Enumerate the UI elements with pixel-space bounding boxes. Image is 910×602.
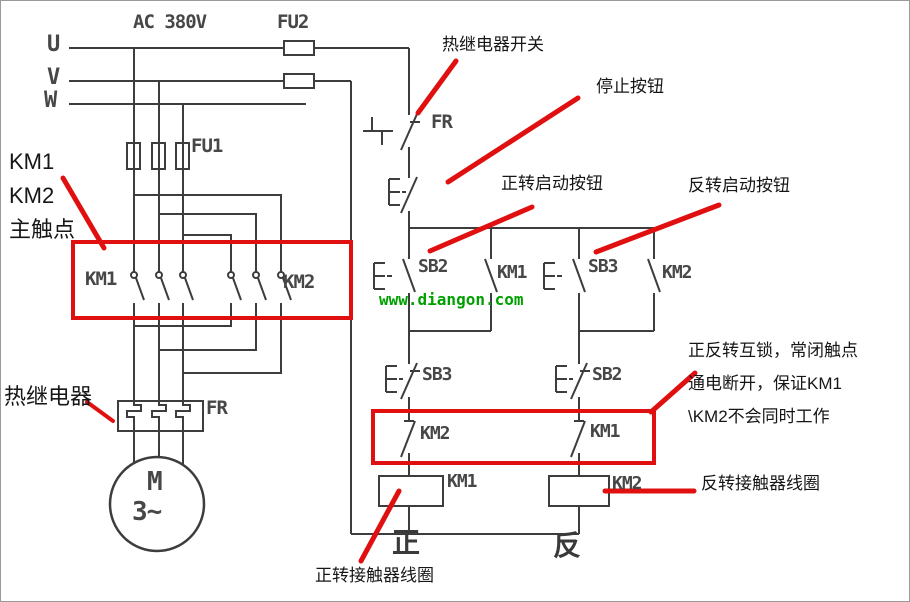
forward-coil-arrow bbox=[358, 488, 402, 564]
reverse-mark-label: 反 bbox=[553, 529, 582, 562]
km1-interlock-label: KM1 bbox=[590, 421, 620, 442]
main-contacts-note-line3: 主触点 bbox=[9, 217, 76, 242]
fr-contact-label: FR bbox=[431, 111, 453, 133]
motor-phase-label: 3~ bbox=[132, 497, 162, 527]
interlock-note: 正反转互锁，常闭触点 通电断开，保证KM1 \KM2不会同时工作 bbox=[688, 334, 858, 433]
thermal-relay-arrow bbox=[85, 400, 115, 423]
reverse-start-note: 反转启动按钮 bbox=[688, 176, 790, 195]
sb2-button-label: SB2 bbox=[418, 256, 448, 277]
power-wires bbox=[69, 47, 409, 401]
forward-coil-note: 正转接触器线圈 bbox=[315, 566, 434, 585]
motor-symbol bbox=[108, 455, 206, 553]
sb2-nc-label: SB2 bbox=[592, 364, 622, 385]
forward-start-arrow bbox=[427, 204, 535, 254]
stop-button-symbol bbox=[388, 176, 418, 214]
sb3-nc-label: SB3 bbox=[422, 364, 452, 385]
interlock-button-symbols bbox=[385, 362, 590, 400]
thermal-switch-arrow bbox=[415, 58, 459, 116]
interlock-note-line3: \KM2不会同时工作 bbox=[688, 407, 830, 426]
forward-start-note: 正转启动按钮 bbox=[501, 174, 603, 193]
interlock-contact-symbols bbox=[400, 420, 586, 458]
watermark: www.diangon.com bbox=[379, 290, 524, 309]
main-contacts-highlight-box bbox=[71, 240, 353, 320]
thermal-relay-note: 热继电器 bbox=[4, 384, 93, 409]
km2-coil-label: KM2 bbox=[612, 473, 642, 494]
forward-start-symbol bbox=[373, 258, 498, 293]
sb3-button-label: SB3 bbox=[588, 256, 618, 277]
interlock-note-arrow bbox=[648, 370, 698, 415]
motor-letter-label: M bbox=[147, 467, 163, 497]
main-contacts bbox=[130, 271, 292, 301]
km1-main-label: KM1 bbox=[85, 268, 117, 290]
fuse-fu2 bbox=[283, 40, 315, 89]
thermal-relay-element bbox=[117, 400, 204, 465]
km1-coil-label: KM1 bbox=[447, 471, 477, 492]
interlock-note-line2: 通电断开，保证KM1 bbox=[688, 374, 842, 393]
interlock-highlight-box bbox=[371, 409, 656, 465]
km2-interlock-label: KM2 bbox=[420, 423, 450, 444]
stop-button-note: 停止按钮 bbox=[596, 77, 664, 96]
main-contacts-note: KM1 KM2 主触点 bbox=[9, 145, 75, 247]
phase-w-label: W bbox=[44, 88, 57, 113]
reverse-start-symbol bbox=[543, 258, 661, 293]
red-annotations bbox=[60, 58, 722, 564]
thermal-contact-symbol bbox=[363, 113, 420, 151]
reverse-start-arrow bbox=[593, 202, 722, 255]
stop-button-arrow bbox=[445, 95, 581, 185]
phase-v-label: V bbox=[47, 65, 60, 90]
km2-main-label: KM2 bbox=[283, 271, 315, 293]
fuse-fu1 bbox=[126, 142, 190, 170]
fuse-fu2-label: FU2 bbox=[277, 11, 309, 33]
main-contacts-note-line2: KM2 bbox=[9, 183, 55, 208]
main-contacts-arrow bbox=[60, 175, 107, 251]
main-contacts-note-line1: KM1 bbox=[9, 149, 55, 174]
phase-u-label: U bbox=[47, 32, 60, 57]
interlock-note-line1: 正反转互锁，常闭触点 bbox=[688, 341, 858, 360]
km2-seal-label: KM2 bbox=[662, 262, 692, 283]
fuse-fu1-label: FU1 bbox=[191, 135, 223, 157]
reverse-coil-note: 反转接触器线圈 bbox=[701, 474, 820, 493]
forward-mark-label: 正 bbox=[392, 526, 421, 559]
thermal-switch-note: 热继电器开关 bbox=[442, 35, 544, 54]
supply-voltage-label: AC 380V bbox=[133, 11, 207, 33]
km1-seal-label: KM1 bbox=[497, 262, 527, 283]
coil-symbols bbox=[378, 475, 610, 507]
fr-relay-label: FR bbox=[206, 397, 228, 419]
